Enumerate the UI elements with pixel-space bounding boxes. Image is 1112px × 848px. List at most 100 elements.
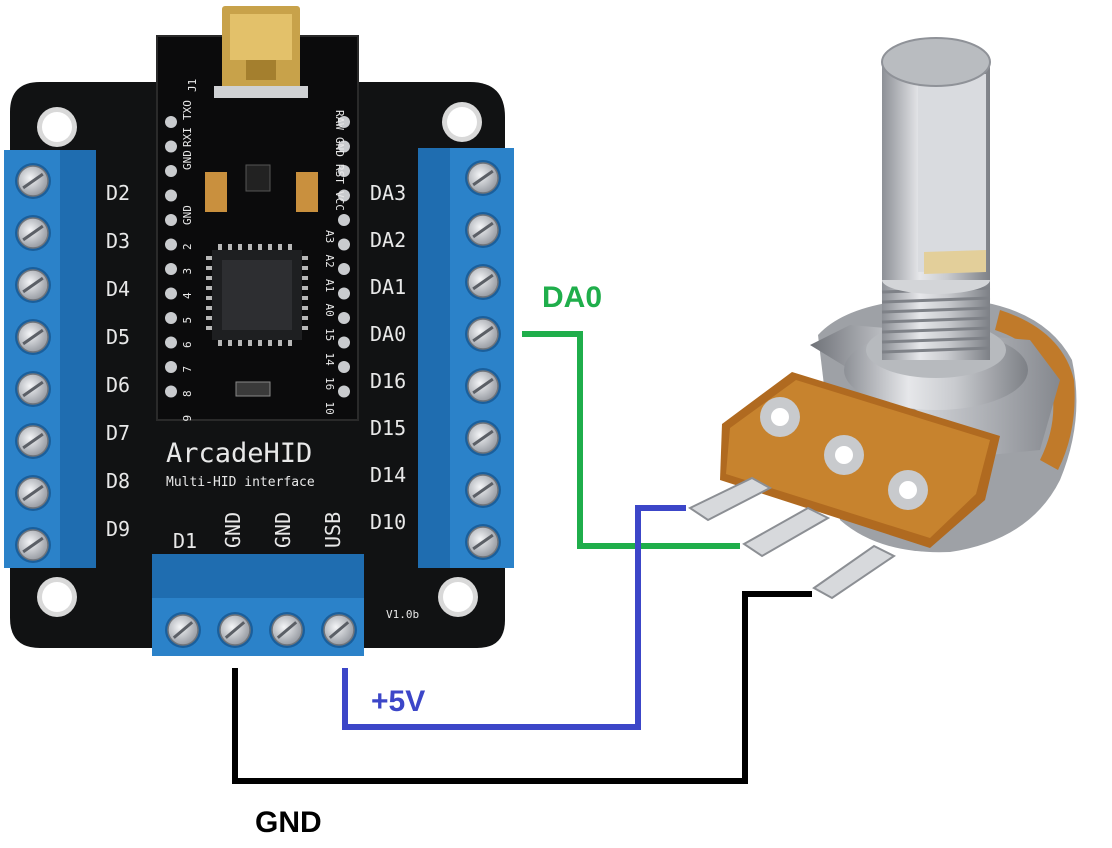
terminal-screw	[15, 371, 51, 407]
header-label-raw: RAW	[333, 110, 346, 130]
pot-pin-1	[687, 476, 773, 522]
wire-label-gnd: GND	[255, 806, 322, 839]
header-pin	[338, 189, 350, 202]
pot-terminal-holes	[760, 397, 928, 510]
header-label-vcc: VCC	[333, 191, 346, 211]
header-pin	[165, 116, 177, 128]
pin-label-da0: DA0	[370, 322, 406, 346]
header-num: 4	[181, 292, 194, 299]
pin-label-usb: USB	[321, 512, 345, 548]
terminal-screw	[217, 612, 253, 648]
mounting-holes	[37, 102, 482, 617]
board-subtitle: Multi-HID interface	[166, 475, 315, 490]
header-num: 10	[323, 402, 336, 415]
header-num: A0	[323, 304, 336, 317]
arcadehid-board: J1 GND GND RXI TXO RAW GND RST V	[4, 6, 514, 656]
header-num: A1	[323, 279, 336, 292]
header-label-txo: TXO	[181, 100, 194, 120]
pot-pins	[687, 476, 896, 600]
pin-label-d4: D4	[106, 277, 130, 301]
pin-label-d1: D1	[173, 529, 197, 553]
terminal-screw	[15, 267, 51, 303]
pot-pin-2	[742, 506, 831, 558]
regulator	[245, 164, 271, 192]
right-terminal-block	[418, 148, 514, 568]
potentiometer	[687, 37, 1077, 600]
header-pin	[165, 238, 177, 251]
header-pin	[338, 385, 350, 398]
terminal-screw	[465, 316, 501, 352]
pin-label-d9: D9	[106, 517, 130, 541]
pin-label-d3: D3	[106, 229, 130, 253]
terminal-screw	[15, 527, 51, 563]
header-pin	[165, 385, 177, 398]
header-pin	[165, 165, 177, 177]
bottom-terminal-block	[152, 554, 364, 656]
header-label-rst: RST	[333, 164, 346, 184]
header-num: 8	[181, 390, 194, 397]
left-terminal-block	[4, 150, 96, 568]
mini-usb-connector	[214, 6, 308, 98]
pin-label-da3: DA3	[370, 181, 406, 205]
terminal-screw	[15, 423, 51, 459]
pin-label-d6: D6	[106, 373, 130, 397]
header-pin	[338, 361, 350, 373]
header-num: 2	[181, 243, 194, 250]
header-num: 5	[181, 317, 194, 324]
terminal-screw	[15, 215, 51, 251]
header-pin	[165, 361, 177, 373]
wire-gnd	[232, 591, 812, 784]
header-label-gnd: GND	[181, 150, 194, 170]
pin-label-d14: D14	[370, 463, 406, 487]
header-pin	[338, 140, 350, 153]
header-num: 9	[181, 415, 194, 422]
connector-ref: J1	[186, 79, 199, 92]
terminal-screw	[465, 524, 501, 560]
header-pin	[338, 287, 350, 300]
header-pin	[165, 189, 177, 202]
header-num: 6	[181, 341, 194, 348]
header-pin	[165, 263, 177, 275]
header-pin	[165, 312, 177, 324]
pin-label-d16: D16	[370, 369, 406, 393]
terminal-screw	[465, 472, 501, 508]
pot-shaft	[881, 37, 991, 280]
terminal-screw	[465, 212, 501, 248]
header-pin	[338, 116, 350, 128]
pin-label-da2: DA2	[370, 228, 406, 252]
board-title: ArcadeHID	[166, 438, 312, 469]
header-num: A3	[323, 230, 336, 243]
terminal-screw	[15, 319, 51, 355]
header-num: 14	[323, 353, 336, 367]
header-label-gnd: GND	[181, 205, 194, 225]
terminal-screw	[465, 420, 501, 456]
header-pin	[165, 287, 177, 300]
mcu-chip	[206, 244, 308, 346]
header-pin	[165, 336, 177, 349]
terminal-screw	[321, 612, 357, 648]
header-label-gnd: GND	[333, 137, 346, 157]
board-version: V1.0b	[386, 608, 419, 621]
pin-label-gnd: GND	[221, 512, 245, 548]
wire-label-5v: +5V	[371, 685, 425, 718]
capacitor	[296, 172, 318, 212]
terminal-screw	[465, 160, 501, 196]
terminal-screw	[269, 612, 305, 648]
header-pin	[338, 336, 350, 349]
header-pin	[338, 263, 350, 275]
crystal	[235, 381, 271, 397]
pin-label-d5: D5	[106, 325, 130, 349]
pin-label-d7: D7	[106, 421, 130, 445]
header-pin	[338, 214, 350, 226]
wire-label-da0: DA0	[542, 281, 602, 314]
header-pins	[165, 116, 350, 398]
pin-label-d10: D10	[370, 510, 406, 534]
wires	[232, 331, 812, 784]
header-pin	[338, 238, 350, 251]
header-num: 15	[323, 328, 336, 341]
terminal-screw	[15, 163, 51, 199]
wire-5v	[342, 505, 686, 730]
header-num: 16	[323, 377, 336, 390]
capacitor	[205, 172, 227, 212]
